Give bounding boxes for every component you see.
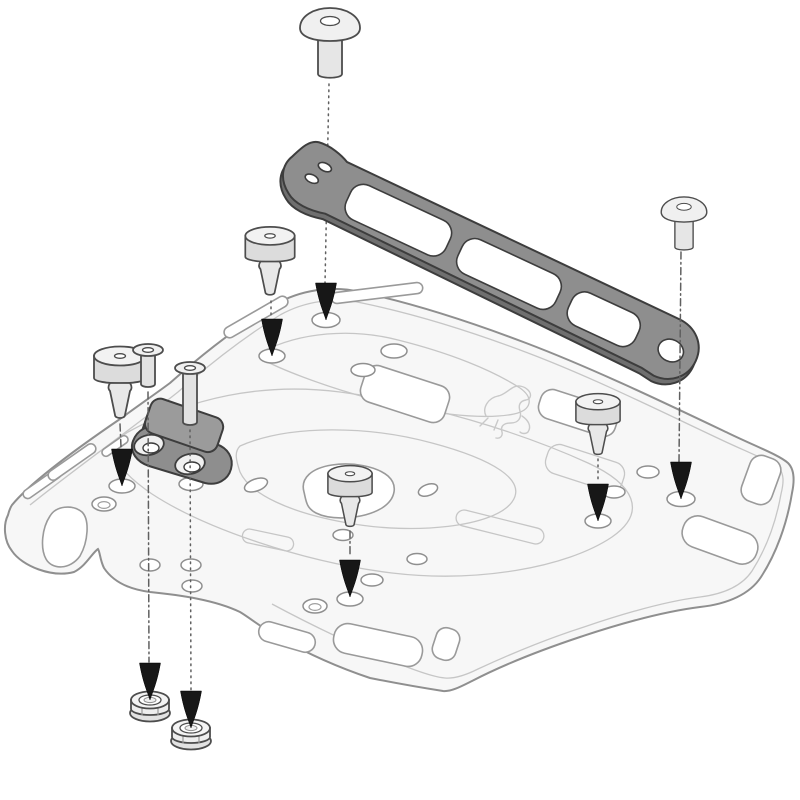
recess-slot — [455, 509, 545, 545]
mounting-hole — [350, 362, 376, 378]
vent-slot — [47, 443, 97, 481]
mounting-hole — [636, 465, 660, 479]
button-head-screw-right — [660, 196, 708, 251]
brace-bolt-hole — [657, 338, 685, 363]
handle-cutout-left — [41, 506, 88, 568]
mounting-hole — [180, 558, 202, 572]
vent-slot — [223, 295, 289, 339]
recess-slot — [241, 528, 295, 552]
mounting-hole — [302, 598, 328, 614]
countersunk-screw-right — [174, 361, 206, 426]
mounting-hole — [243, 477, 269, 493]
mounting-hole — [332, 528, 354, 542]
counterbore-ring — [97, 501, 111, 510]
deck-contour — [235, 429, 517, 530]
deck-contour — [261, 332, 530, 418]
brace-opening — [344, 183, 453, 257]
mounting-hole — [406, 552, 428, 566]
plate-inner-edge — [279, 299, 529, 354]
lash-slot — [431, 626, 461, 662]
guide-line — [147, 391, 150, 663]
mounting-hole — [181, 579, 203, 593]
mounting-hole — [380, 343, 408, 359]
countersunk-screw-left — [132, 343, 164, 388]
counterbore-ring — [308, 602, 322, 611]
guide-lines — [119, 300, 599, 691]
brace-slot-hole — [304, 173, 320, 185]
guide-line-right-screw — [678, 251, 682, 463]
brace-slot-hole — [317, 161, 333, 173]
lash-slot — [332, 622, 424, 668]
knob-bolt-upper — [244, 226, 296, 296]
reinforcement-brace — [279, 140, 700, 386]
adapter-hole-inner — [183, 461, 201, 473]
lash-slot — [257, 620, 317, 654]
plate-inner-edge — [29, 314, 281, 506]
button-head-screw-top — [299, 7, 361, 79]
handle-cutout-right — [740, 454, 782, 506]
handle-cutout-right — [681, 515, 759, 565]
mounting-hole — [417, 483, 439, 497]
adapter-block — [131, 397, 233, 485]
mounting-hole — [139, 558, 161, 572]
recess-slot — [544, 443, 626, 493]
mounting-hole — [360, 573, 384, 587]
brace-opening — [455, 237, 563, 311]
brand-logo — [479, 385, 532, 439]
mounting-hole — [91, 496, 117, 512]
upper-cutout — [359, 364, 451, 424]
plate-holes — [91, 311, 696, 614]
guide-line — [119, 423, 122, 448]
guide-line — [189, 429, 192, 691]
adapter-hole-inner — [142, 442, 160, 454]
brace-opening — [566, 291, 642, 348]
